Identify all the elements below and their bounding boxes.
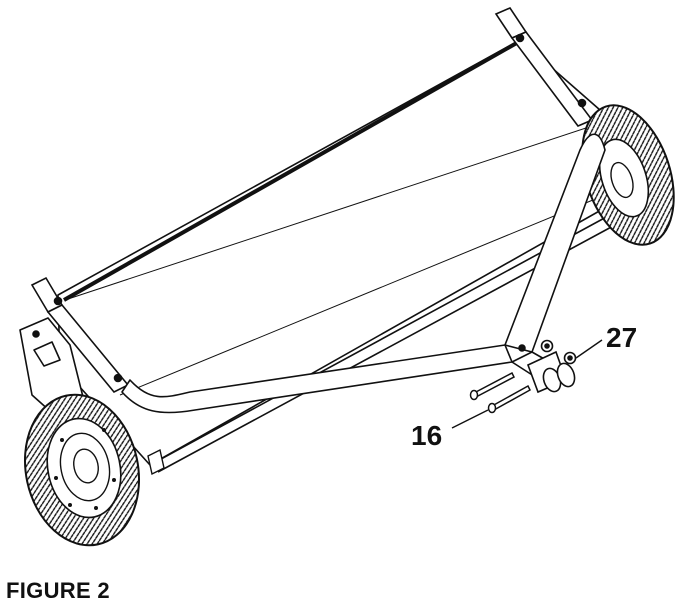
right-wheel xyxy=(581,104,675,246)
callout-nut-27: 27 xyxy=(606,322,638,353)
leader-line-27 xyxy=(575,339,603,359)
left-bracket xyxy=(147,448,165,476)
leader-line-16 xyxy=(451,409,489,429)
bolt-icon xyxy=(469,371,531,414)
top-rod xyxy=(63,38,523,302)
callout-bolt-16: 16 xyxy=(411,420,443,451)
left-wheel xyxy=(23,393,141,547)
figure-caption: FIGURE 2 xyxy=(6,578,110,603)
nut-icon xyxy=(540,339,577,365)
handle-sockets xyxy=(526,350,576,394)
lawn-sweeper-assembly-diagram xyxy=(19,7,675,547)
end-uprights xyxy=(30,7,594,394)
